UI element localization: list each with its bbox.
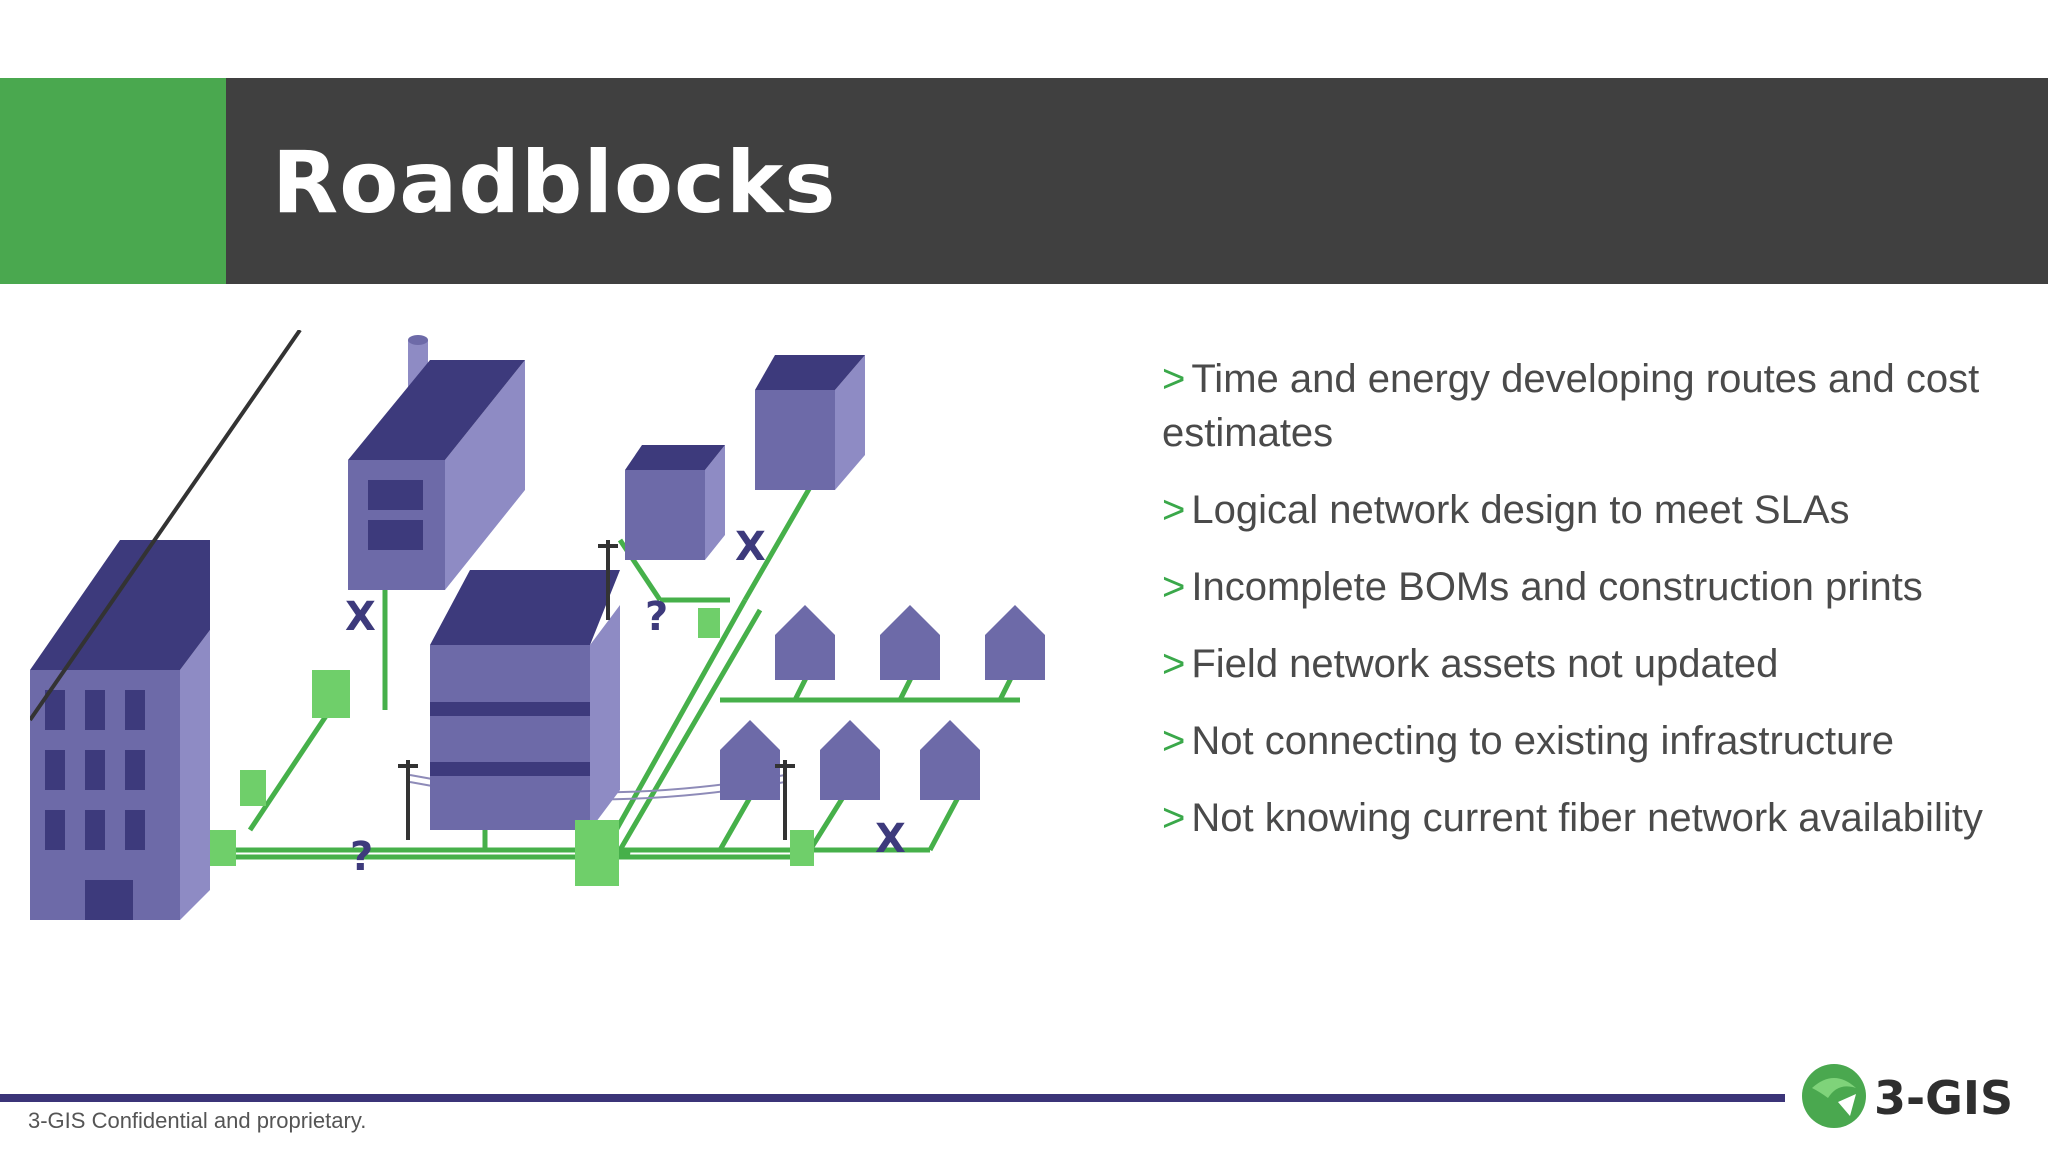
bullet-marker: > xyxy=(1162,488,1186,532)
network-cabinets xyxy=(210,608,814,886)
slide-title: Roadblocks xyxy=(272,133,837,233)
bullet-marker: > xyxy=(1162,719,1186,763)
houses xyxy=(720,605,1045,800)
logo-wordmark: 3-GIS xyxy=(1874,1071,2013,1125)
factory-building xyxy=(348,335,525,590)
company-logo: 3-GIS xyxy=(1802,1064,2013,1128)
office-building xyxy=(30,540,210,920)
x-mark: X xyxy=(875,816,906,862)
bullet-text: Incomplete BOMs and construction prints xyxy=(1191,565,1923,609)
utility-poles xyxy=(30,330,795,840)
bullet-text: Not connecting to existing infrastructur… xyxy=(1191,719,1894,763)
x-mark: X xyxy=(345,594,376,640)
header-bar xyxy=(226,78,2048,284)
globe-icon xyxy=(1802,1064,1866,1128)
apartment-building-1 xyxy=(625,445,725,560)
bullet-marker: > xyxy=(1162,642,1186,686)
bullet-item: >Time and energy developing routes and c… xyxy=(1162,352,1992,460)
network-illustration: X X X ? ? xyxy=(30,330,1045,920)
bullet-text: Time and energy developing routes and co… xyxy=(1162,357,1980,455)
bullet-text: Not knowing current fiber network availa… xyxy=(1191,796,1983,840)
bullet-marker: > xyxy=(1162,796,1186,840)
x-mark: X xyxy=(735,524,766,570)
bullet-marker: > xyxy=(1162,565,1186,609)
bullet-item: >Not knowing current fiber network avail… xyxy=(1162,791,1992,845)
bullet-item: >Field network assets not updated xyxy=(1162,637,1992,691)
roadblock-list: >Time and energy developing routes and c… xyxy=(1162,352,1992,868)
bullet-item: >Logical network design to meet SLAs xyxy=(1162,483,1992,537)
question-mark: ? xyxy=(350,834,373,880)
bullet-text: Field network assets not updated xyxy=(1191,642,1779,686)
question-mark: ? xyxy=(645,594,668,640)
bullet-item: >Incomplete BOMs and construction prints xyxy=(1162,560,1992,614)
confidential-notice: 3-GIS Confidential and proprietary. xyxy=(28,1108,367,1133)
midrise-building xyxy=(430,570,620,830)
bullet-item: >Not connecting to existing infrastructu… xyxy=(1162,714,1992,768)
roadblock-marks: X X X ? ? xyxy=(345,524,906,880)
apartment-building-2 xyxy=(755,355,865,490)
header-accent xyxy=(0,78,226,284)
bullet-text: Logical network design to meet SLAs xyxy=(1191,488,1850,532)
footer-rule xyxy=(0,1094,1785,1102)
bullet-marker: > xyxy=(1162,357,1186,401)
